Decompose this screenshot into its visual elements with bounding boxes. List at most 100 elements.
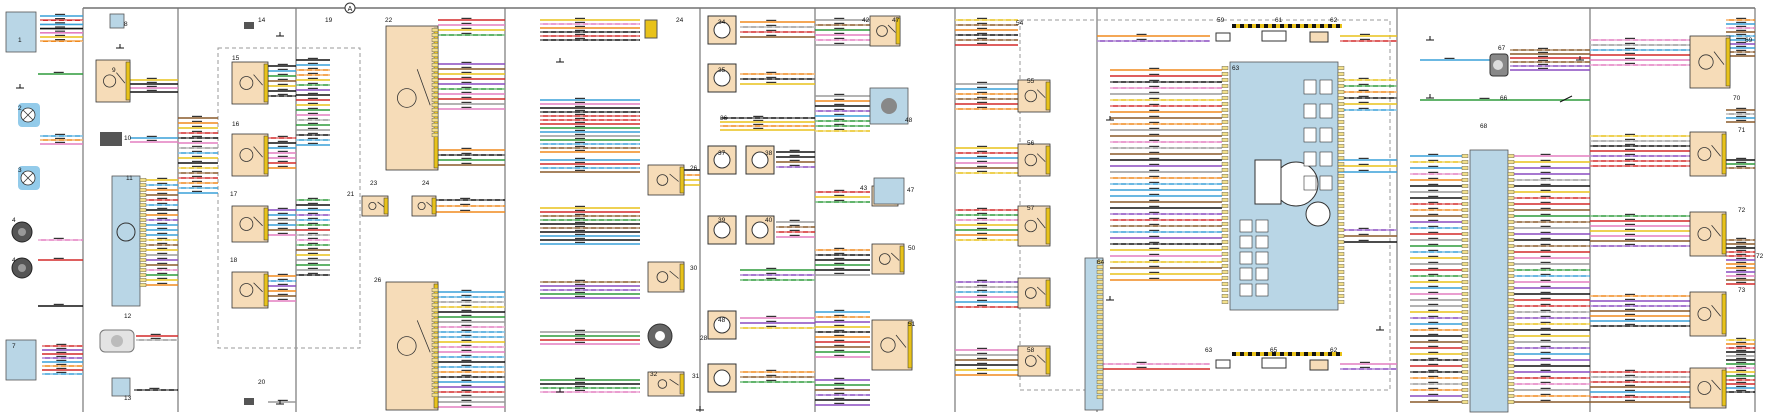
wire-code: [834, 247, 845, 249]
component-label: 62: [1330, 347, 1338, 354]
component-label: 1: [18, 37, 22, 44]
component-label: 58: [1027, 347, 1035, 354]
contact-symbol: [1036, 354, 1046, 363]
wire-code: [977, 294, 988, 296]
connector-pin: [1507, 394, 1515, 399]
wire-code: [575, 291, 585, 293]
wire-code: [146, 135, 157, 137]
component-labels: 1 2 3 4 4 7 8 9 10 11 12 13 14 15 16 17 …: [12, 17, 1764, 402]
connector-pin: [139, 258, 147, 263]
twisted-pair: [1232, 352, 1342, 356]
connector-pin: [1221, 270, 1229, 275]
wire-code: [789, 229, 800, 231]
connector-pin: [431, 82, 439, 87]
wire-code: [575, 109, 585, 111]
wire-code: [1736, 345, 1747, 347]
connector-pin: [139, 273, 147, 278]
connector-pin: [1221, 251, 1229, 256]
component-label: 9: [112, 67, 116, 74]
connector-pin: [431, 333, 439, 338]
coil-symbol: [397, 336, 417, 356]
component-label: 48: [718, 317, 726, 324]
connector-pin: [1096, 395, 1104, 400]
contact-symbol: [253, 216, 263, 227]
wire-code: [977, 91, 988, 93]
switch-block-26: [385, 281, 439, 411]
wire-code: [834, 123, 845, 125]
connector: [263, 207, 269, 241]
wire-code: [1736, 29, 1747, 31]
wire-code: [1359, 361, 1370, 363]
wire-code: [461, 147, 472, 149]
wire-code: [753, 119, 764, 121]
coil-symbol: [1697, 381, 1712, 395]
wire-code: [1136, 361, 1147, 363]
wire-code: [1149, 235, 1160, 237]
wire-code: [575, 225, 585, 227]
wire-code: [1625, 293, 1635, 295]
connector-pin: [1096, 380, 1104, 385]
wire-code: [977, 284, 988, 286]
wire-code: [977, 150, 988, 152]
warning-lamp: [1303, 175, 1317, 191]
connector-pin: [1507, 207, 1515, 212]
wire-code: [834, 252, 845, 254]
wire-code: [157, 202, 168, 204]
connector-pin: [1221, 143, 1229, 148]
connector-pin: [139, 227, 147, 232]
connector-pin: [431, 117, 439, 122]
connector-pin: [1461, 268, 1469, 273]
wire-code: [461, 369, 472, 371]
warning-lamp: [1319, 175, 1333, 191]
wire-code: [1428, 381, 1439, 383]
connector-pin: [1461, 346, 1469, 351]
connector-pin: [139, 187, 147, 192]
wire-code: [1625, 158, 1635, 160]
component-label: 3: [18, 167, 22, 174]
wire-code: [977, 86, 988, 88]
wire-code: [1149, 127, 1160, 129]
wire-code: [834, 27, 845, 29]
connector-pin: [1221, 95, 1229, 100]
connector-pin: [1221, 185, 1229, 190]
wire-code: [977, 32, 988, 34]
relay-53: [1017, 79, 1051, 113]
connector-pin: [1461, 382, 1469, 387]
wire-code: [1149, 229, 1160, 231]
connector-pin: [139, 202, 147, 207]
wire-code: [461, 319, 472, 321]
wire-code: [461, 324, 472, 326]
wire-code: [1149, 199, 1160, 201]
connector-pin: [1221, 191, 1229, 196]
connector-pin: [1461, 322, 1469, 327]
connector-pin: [1096, 270, 1104, 275]
contact-symbol: [1711, 224, 1721, 237]
bus-marker: A: [348, 6, 353, 13]
wire-code: [55, 22, 66, 24]
connector-pin: [1507, 177, 1515, 182]
wire-code: [834, 387, 845, 389]
wire-code: [575, 101, 585, 103]
connector-pin: [1461, 159, 1469, 164]
wire-code: [307, 97, 318, 99]
connector-pin: [1096, 330, 1104, 335]
connector-pin: [1507, 310, 1515, 315]
wire-code: [1149, 211, 1160, 213]
connector-pin: [1096, 390, 1104, 395]
connector-pin: [1096, 360, 1104, 365]
component-label: 18: [230, 257, 238, 264]
wire-code: [55, 26, 66, 28]
connector-pin: [1461, 195, 1469, 200]
wire-code: [834, 349, 845, 351]
wire-code: [157, 177, 168, 179]
wire-code: [766, 29, 777, 31]
wire-code: [460, 197, 471, 199]
coil-symbol: [1697, 227, 1712, 241]
warning-lamp: [1303, 79, 1317, 95]
wire-code: [1428, 357, 1439, 359]
connector-pin: [1221, 221, 1229, 226]
wire-code: [1736, 49, 1747, 51]
wire-code: [977, 357, 988, 359]
wire-code: [277, 83, 288, 85]
wire-code: [150, 337, 161, 339]
